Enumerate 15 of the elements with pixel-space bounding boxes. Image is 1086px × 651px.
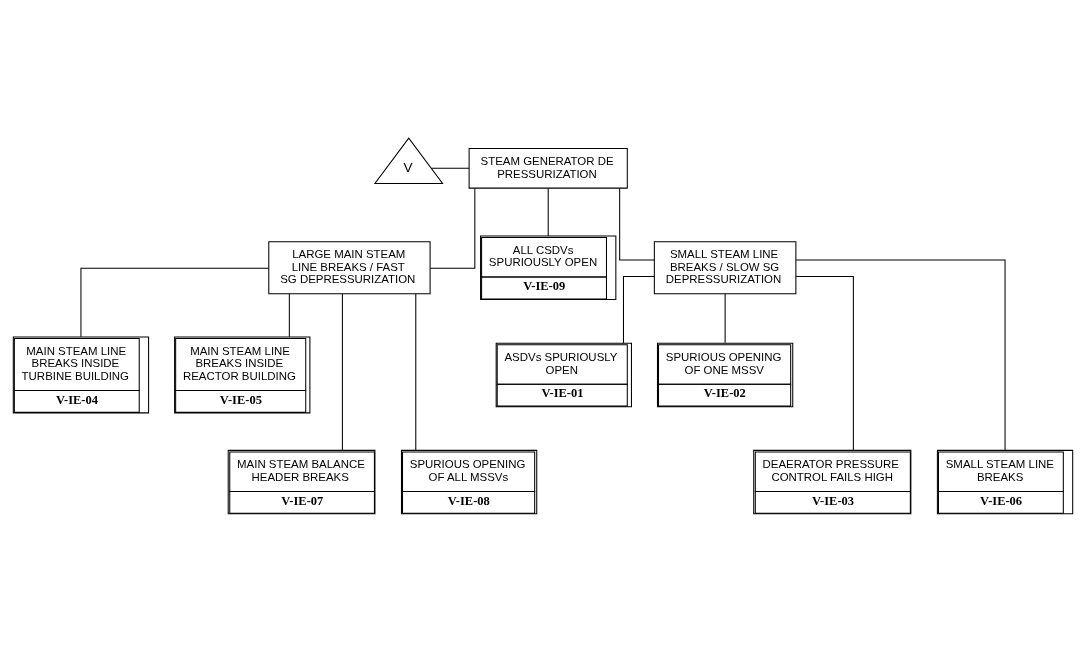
connector <box>341 293 343 450</box>
connector <box>622 275 655 343</box>
connector <box>288 292 290 337</box>
node-box: LARGE MAIN STEAM LINE BREAKS / FAST SG DEPRESSURIZATION <box>268 240 431 294</box>
connector <box>619 187 655 260</box>
connector <box>429 187 476 269</box>
connector <box>795 275 854 450</box>
connector <box>795 258 1006 451</box>
connector <box>415 293 417 450</box>
node-box: STEAM GENERATOR DE PRESSURIZATION <box>468 147 628 189</box>
connector <box>430 167 470 169</box>
connector <box>547 187 549 236</box>
node-box: SMALL STEAM LINE BREAKS / SLOW SG DEPRESSURIZATION <box>653 240 797 294</box>
connector <box>724 292 726 343</box>
connector <box>80 267 270 337</box>
